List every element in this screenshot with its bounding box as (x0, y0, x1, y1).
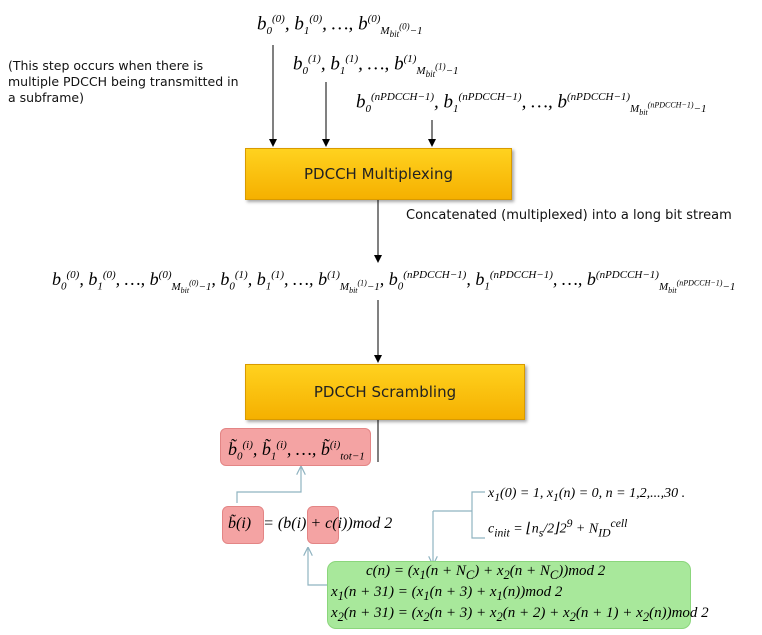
ci-highlight (307, 506, 339, 544)
input-sequence-0: b0(0), b1(0), …, b(0)Mbit(0)−1 (257, 13, 423, 40)
connector-init-bracket (471, 491, 485, 539)
connector-gold-to-ci (308, 548, 327, 586)
gold-x1-equation: x1(n + 31) = (x1(n + 3) + x1(n))mod 2 (331, 584, 563, 603)
pdcch-multiplexing-box: PDCCH Multiplexing (245, 148, 512, 200)
input-sequence-n: b0(nPDCCH−1), b1(nPDCCH−1), …, b(nPDCCH−… (356, 91, 707, 118)
gold-sequence-highlight (327, 561, 691, 629)
input-sequence-1: b0(1), b1(1), …, b(1)Mbit(1)−1 (293, 53, 459, 80)
concatenated-bit-stream: b0(0), b1(0), …, b(0)Mbit(0)−1, b0(1), b… (52, 269, 736, 295)
scrambled-sequence: b̃0(i), b̃1(i), …, b̃(i)tot−1 (228, 439, 365, 463)
scrambled-sequence-highlight (220, 428, 371, 466)
pdcch-scrambling-box: PDCCH Scrambling (245, 364, 525, 420)
bi-highlight (222, 506, 264, 544)
scrambling-equation: b̃(i) = (b(i) + c(i))mod 2 (228, 515, 393, 532)
gold-c-equation: c(n) = (x1(n + NC) + x2(n + NC))mod 2 (366, 563, 606, 582)
multiplex-note: (This step occurs when there is multiple… (8, 58, 239, 105)
concatenated-label: Concatenated (multiplexed) into a long b… (406, 208, 732, 223)
c-init-equation: cinit = ⌊ns/2⌋29 + NIDcell (488, 517, 628, 540)
connector-bi-to-seq (236, 467, 301, 503)
x1-init-equation: x1(0) = 1, x1(n) = 0, n = 1,2,...,30 . (488, 486, 686, 504)
gold-x2-equation: x2(n + 31) = (x2(n + 3) + x2(n + 2) + x2… (331, 605, 709, 624)
